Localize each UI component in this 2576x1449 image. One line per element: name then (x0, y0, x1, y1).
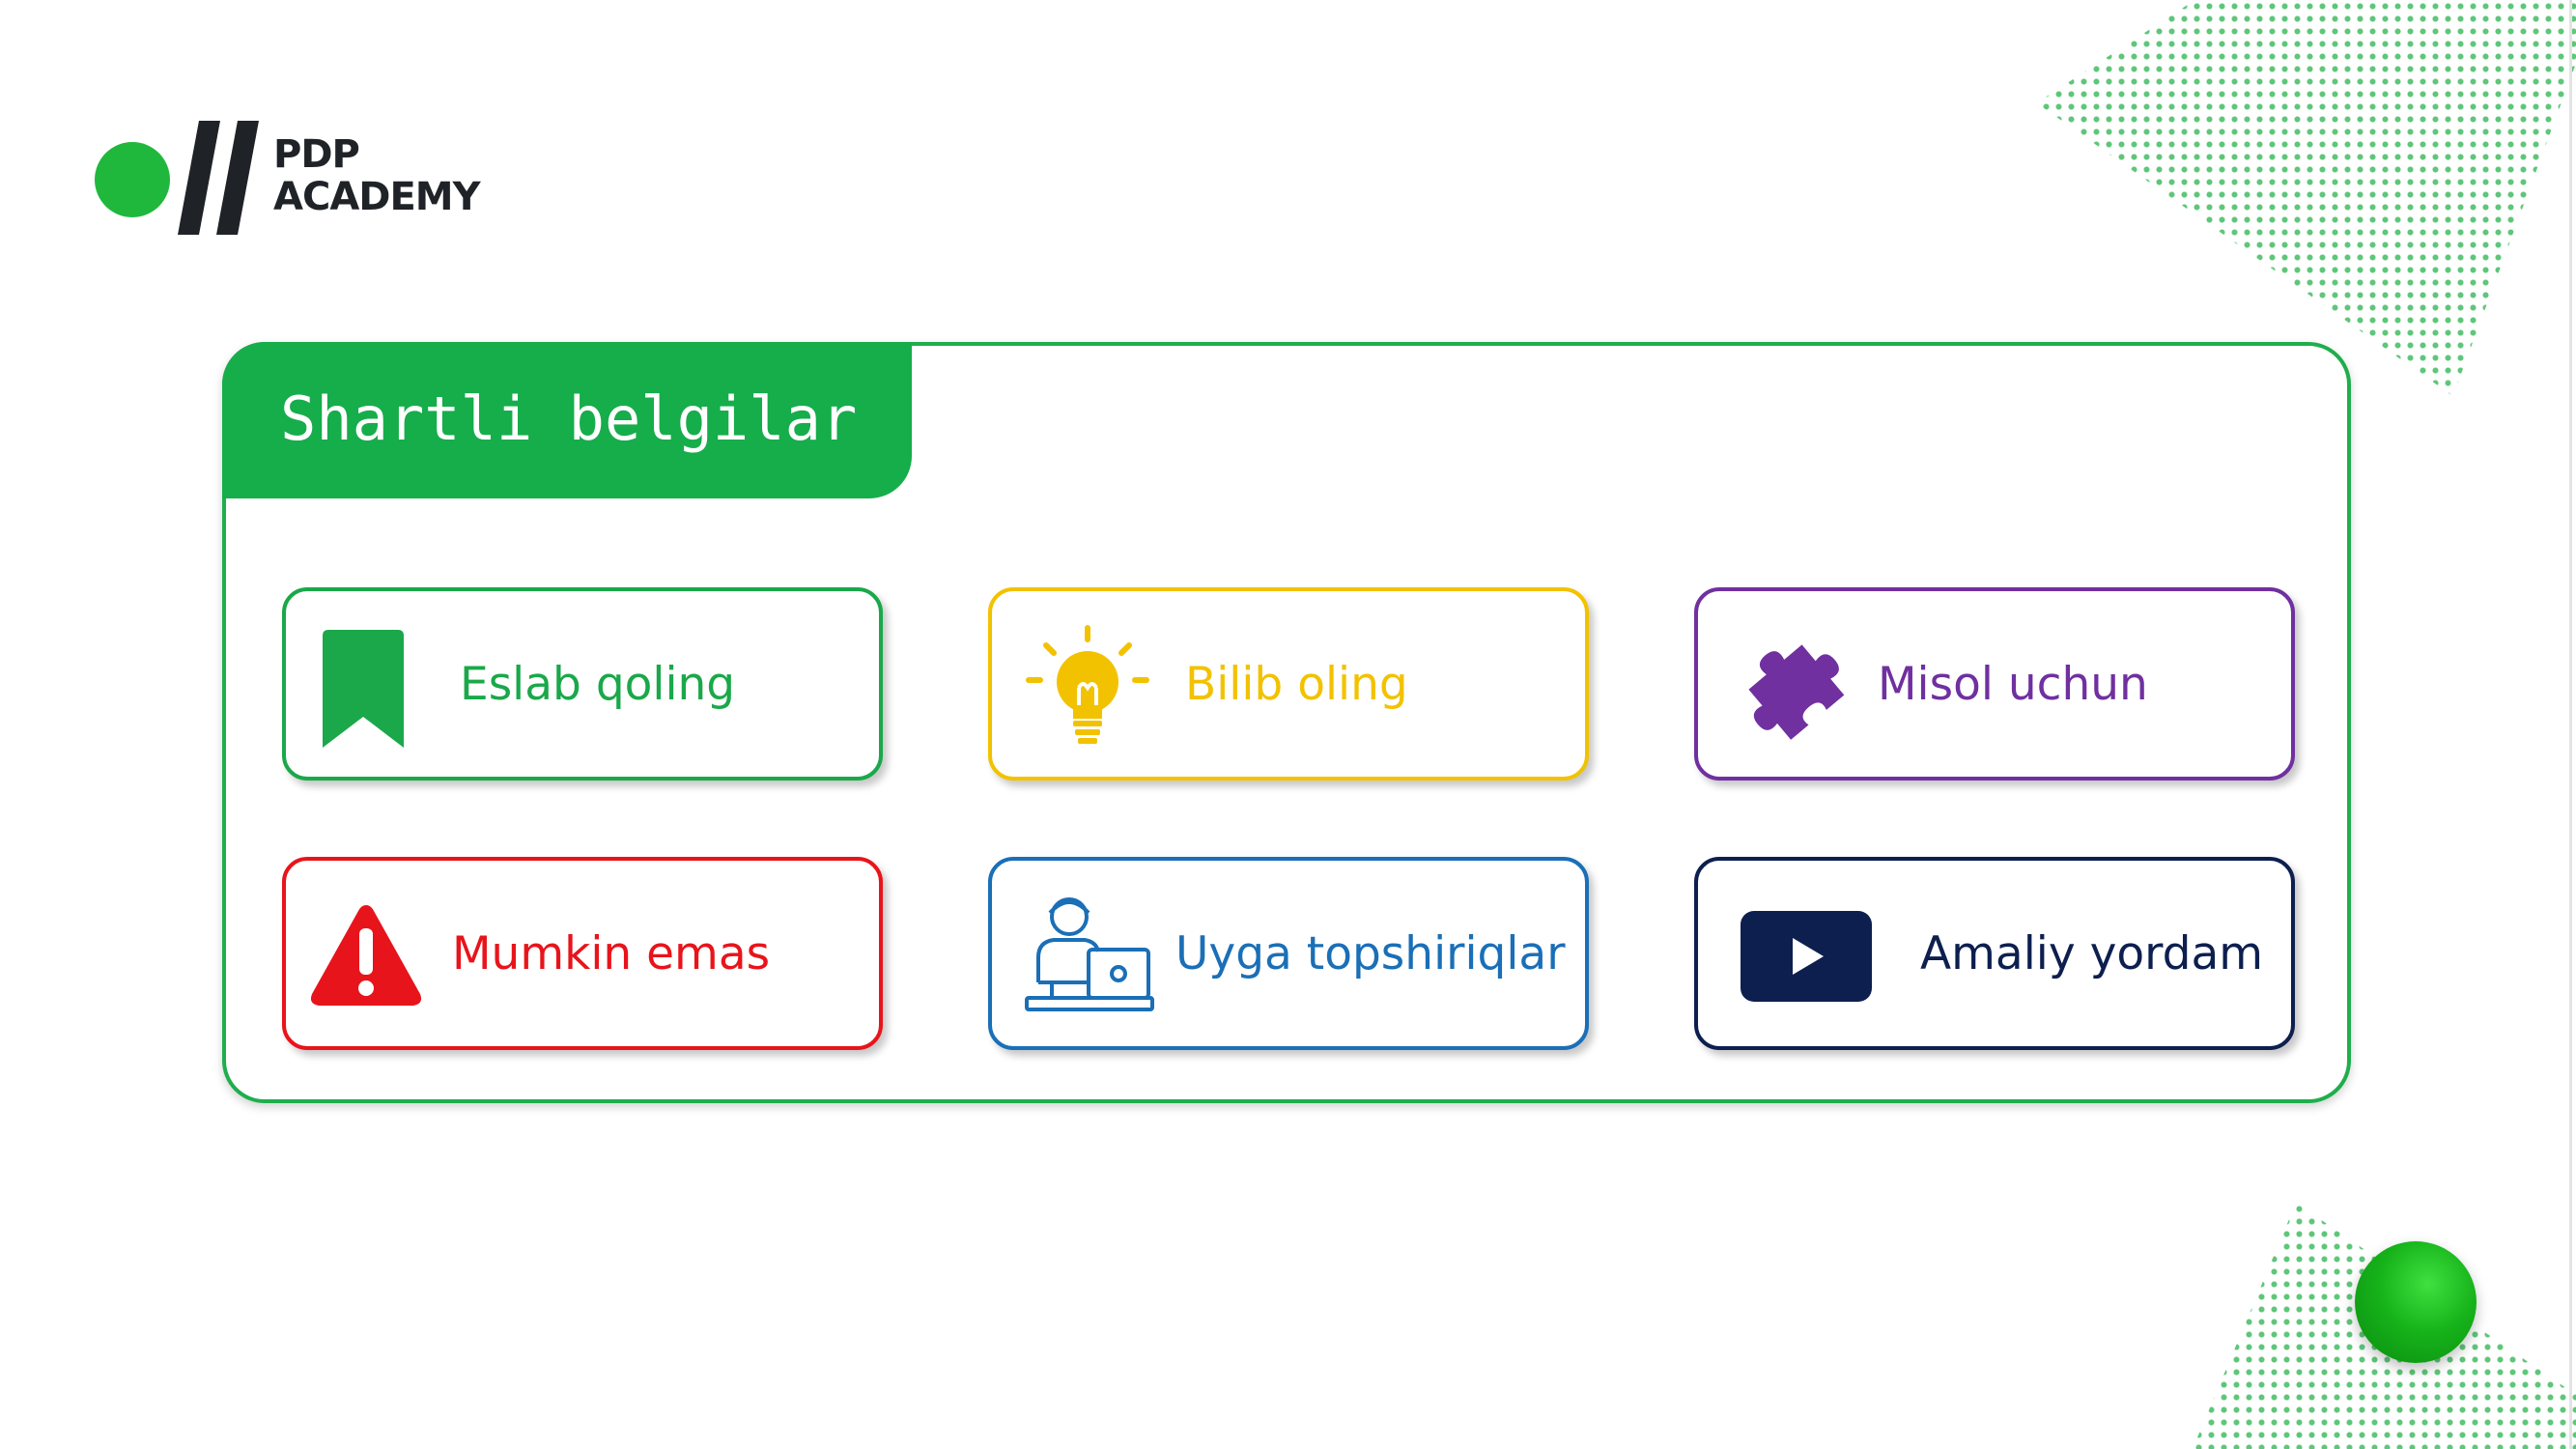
legend-item-label: Eslab qoling (460, 657, 736, 711)
bookmark-icon (323, 630, 404, 748)
pdp-academy-logo: PDP ACADEMY (95, 121, 500, 237)
legend-item-label: Amaliy yordam (1920, 926, 2264, 980)
legend-card-header: Shartli belgilar (222, 342, 912, 498)
legend-item-eslab-qoling: Eslab qoling (282, 587, 883, 781)
dotted-triangle-decoration-top (2036, 0, 2576, 396)
legend-item-bilib-oling: Bilib oling (988, 587, 1589, 781)
warning-icon (310, 905, 422, 1006)
legend-item-label: Misol uchun (1878, 657, 2148, 711)
legend-item-label: Uyga topshiriqlar (1175, 926, 1566, 980)
legend-item-amaliy-yordam: Amaliy yordam (1694, 857, 2295, 1050)
legend-item-uyga-topshiriqlar: Uyga topshiriqlar (988, 857, 1589, 1050)
legend-card: Shartli belgilar Eslab qoling Bilib olin… (222, 342, 2351, 1103)
legend-item-label: Mumkin emas (452, 926, 771, 980)
puzzle-icon (1748, 644, 1845, 740)
logo-text-line1: PDP (273, 132, 360, 177)
legend-item-label: Bilib oling (1185, 657, 1408, 711)
laptop-user-icon (1025, 897, 1154, 1011)
legend-item-mumkin-emas: Mumkin emas (282, 857, 883, 1050)
play-icon (1741, 911, 1872, 1002)
logo-dot-icon (95, 142, 170, 217)
green-sphere-decoration (2355, 1241, 2477, 1363)
logo-text-line2: ACADEMY (273, 175, 481, 219)
logo-slashes-icon (178, 121, 259, 235)
lightbulb-icon (1026, 625, 1149, 744)
logo-text: PDP ACADEMY (273, 132, 481, 219)
slide-edge-line (2569, 0, 2572, 1449)
legend-item-misol-uchun: Misol uchun (1694, 587, 2295, 781)
card-title: Shartli belgilar (280, 384, 858, 454)
